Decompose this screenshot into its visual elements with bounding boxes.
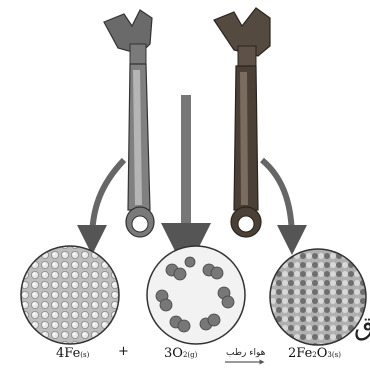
iron-state: (s) xyxy=(80,351,89,359)
oxygen-reactant-label: 3O2(g) xyxy=(164,346,197,361)
rust-lattice-circle xyxy=(270,249,366,345)
iron-atoms-circle xyxy=(21,246,119,344)
curved-down-arrow-left xyxy=(92,160,124,240)
reaction-condition: هواء رطب xyxy=(226,348,265,358)
oxygen-molecules-circle xyxy=(147,246,245,344)
edge-glyph: ق xyxy=(354,312,370,342)
oxygen-state: (g) xyxy=(187,351,197,359)
plus-sign: + xyxy=(118,344,129,359)
rust-oxygen-symbol: O xyxy=(317,346,328,361)
iron-coefficient: 4Fe xyxy=(56,346,80,361)
rust-state: (s) xyxy=(332,351,341,359)
rusty-wrench-icon xyxy=(214,8,270,237)
oxygen-coefficient: 3O xyxy=(164,346,183,361)
iron-reactant-label: 4Fe(s) xyxy=(56,346,89,361)
rust-product-label: 2Fe2O3(s) xyxy=(288,346,341,361)
clean-wrench-icon xyxy=(104,10,154,237)
rust-coefficient: 2Fe xyxy=(288,346,312,361)
curved-down-arrow-right xyxy=(262,160,292,240)
